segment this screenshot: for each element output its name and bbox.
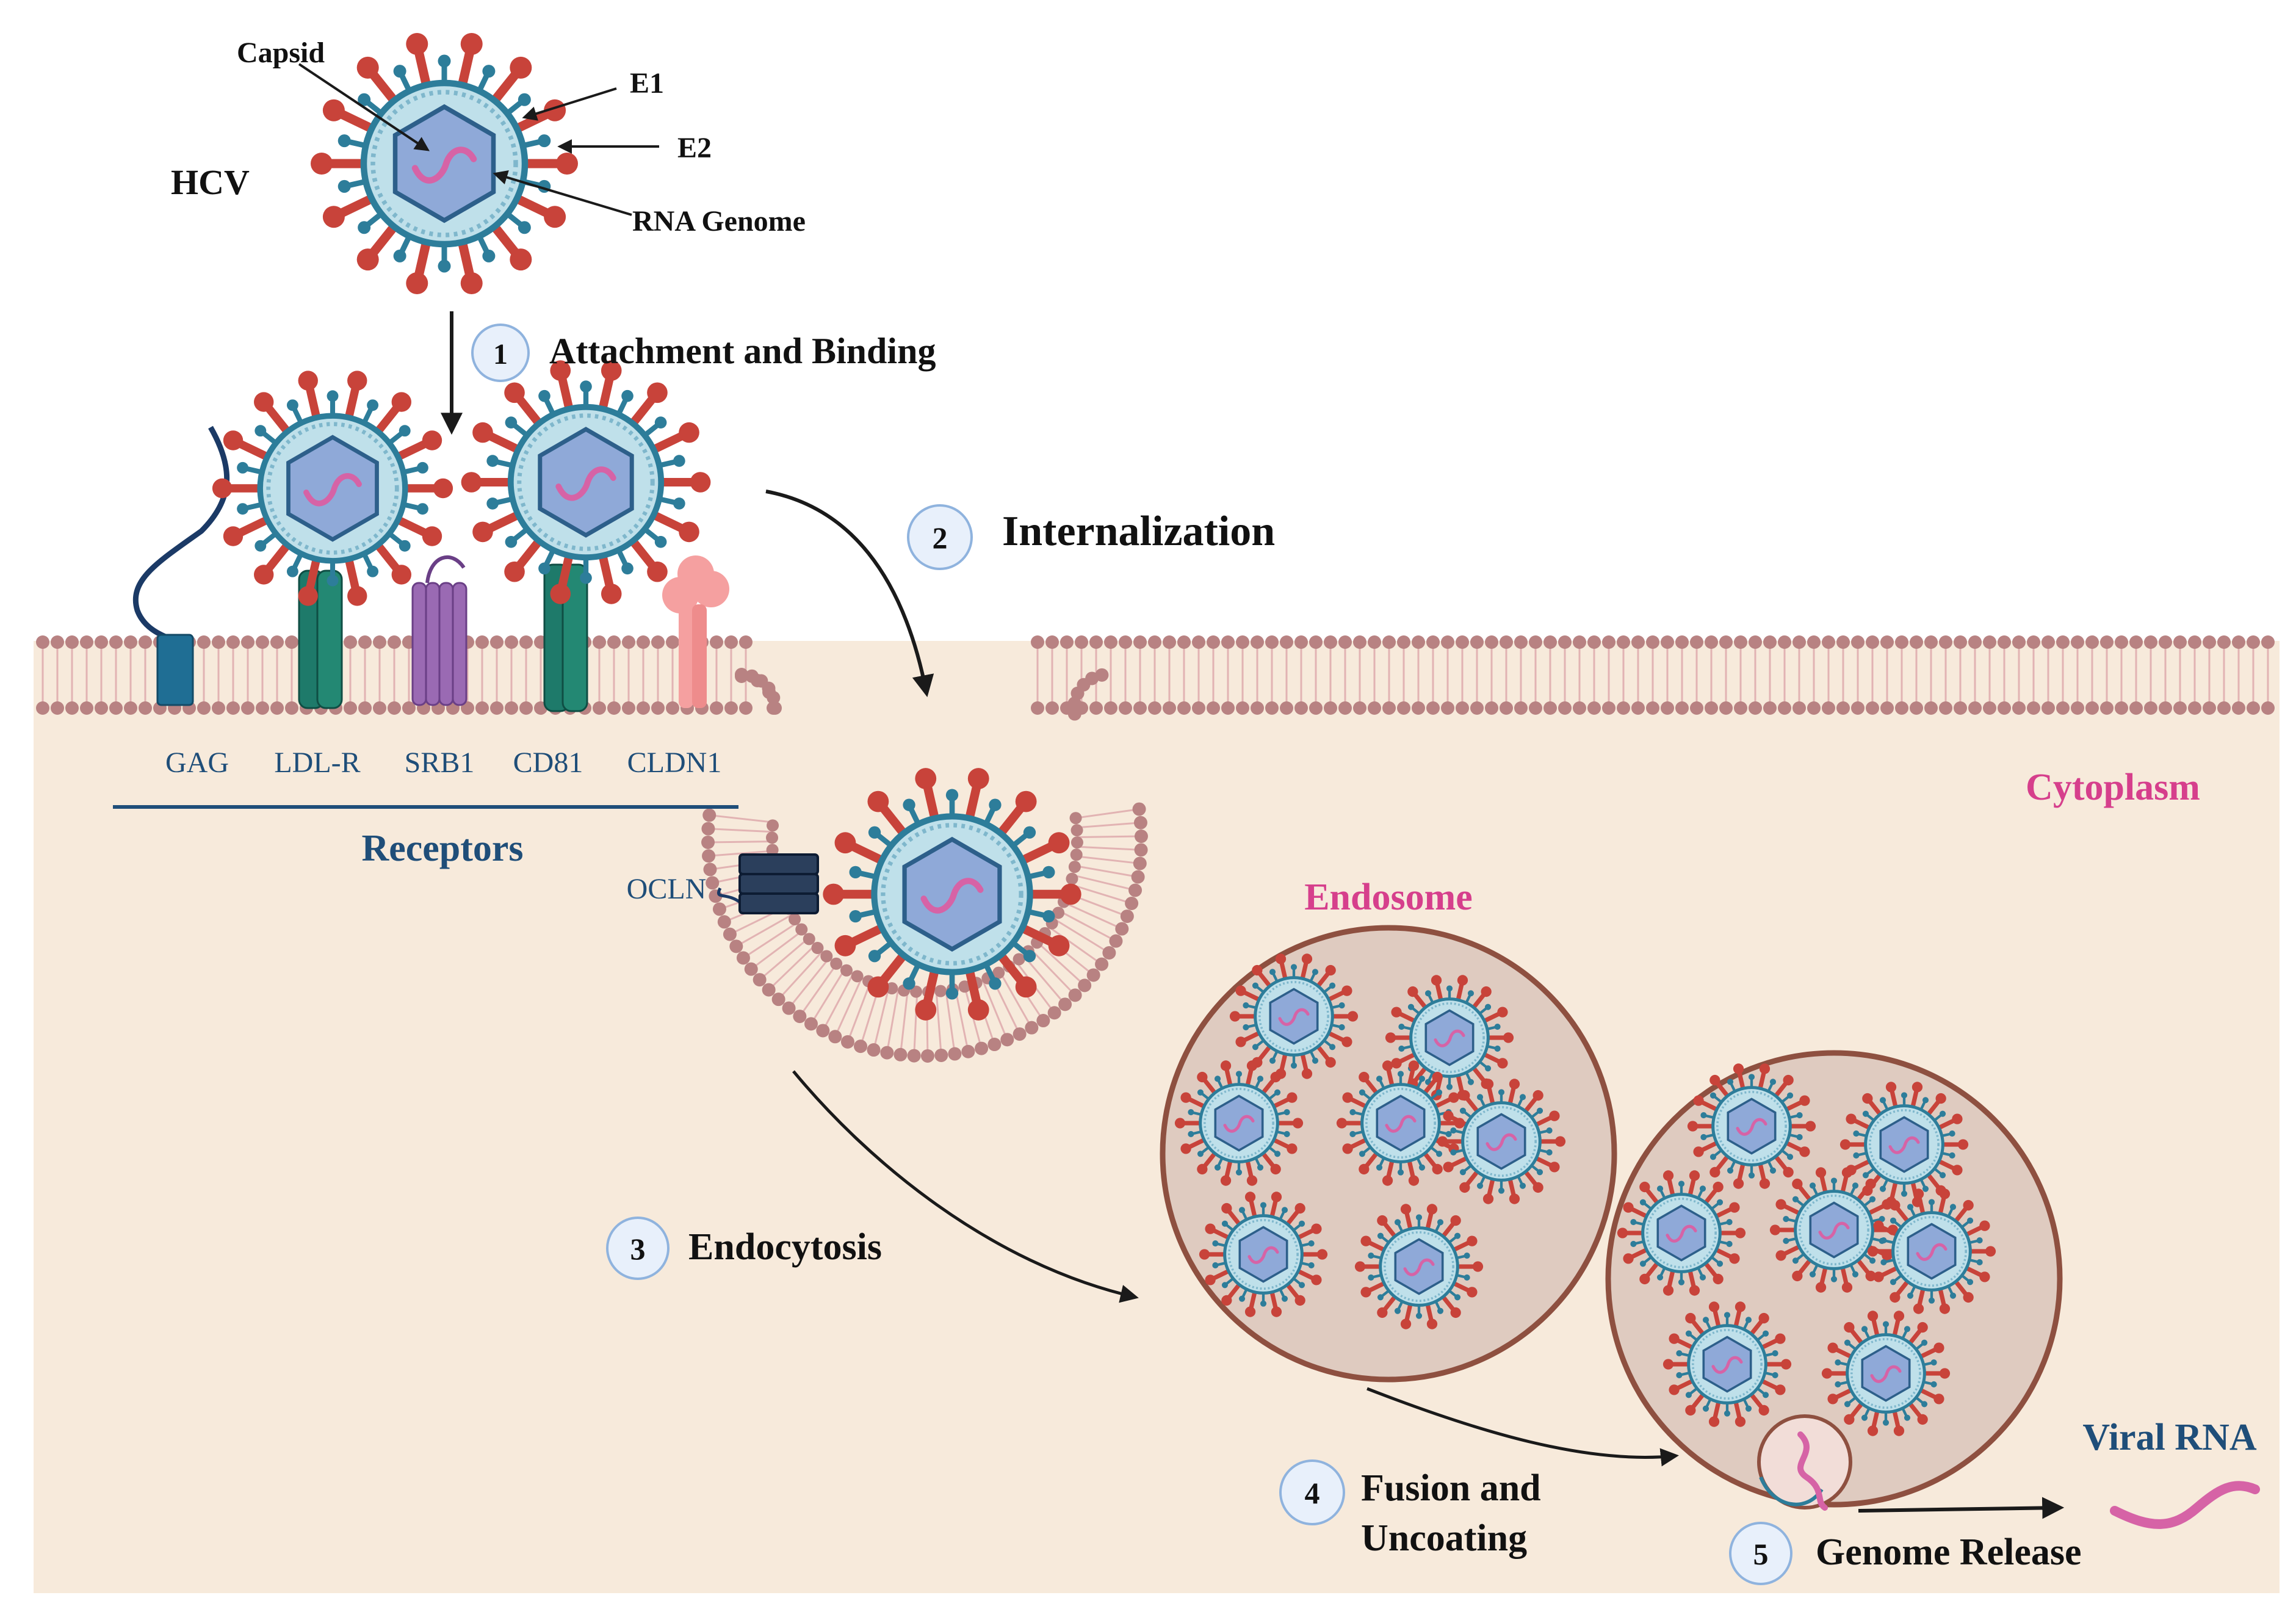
receptor-ocln (717, 853, 819, 914)
rna-pointer-arrow (493, 170, 632, 216)
capsid-pointer-arrow (298, 63, 430, 151)
receptor-gag (132, 425, 230, 706)
endosome-1-virus-3 (1174, 1060, 1304, 1186)
step-badge-2 (907, 504, 973, 570)
e1-label: E1 (630, 67, 664, 99)
step-2-number: 2 (933, 521, 948, 555)
step-2-label: Internalization (1002, 508, 1275, 555)
fusion-arrow (1366, 1387, 1679, 1467)
endosome-1-virus-2 (1385, 975, 1514, 1101)
step-5-label: Genome Release (1816, 1531, 2082, 1573)
internalization-arrow (765, 490, 934, 698)
receptor-label-srb1: SRB1 (405, 747, 475, 779)
viral-rna-label: Viral RNA (2082, 1417, 2256, 1458)
endosome-1-virus-1 (1229, 953, 1359, 1079)
rna-genome-label: RNA Genome (632, 205, 806, 237)
endosome-2-virus-6 (1662, 1301, 1792, 1427)
endosome-1-virus-4 (1336, 1060, 1465, 1186)
virus-bound-cd81 (461, 360, 711, 604)
step-1-label: Attachment and Binding (549, 331, 936, 371)
endosome-2-virus-4 (1769, 1167, 1899, 1293)
receptor-label-ldlr: LDL-R (274, 747, 360, 779)
annotation-arrows (298, 63, 2065, 1519)
ocln-label: OCLN (627, 873, 707, 905)
step-1-number: 1 (493, 338, 508, 371)
virus-bound-ldlr (212, 371, 453, 606)
e1-pointer-arrow (522, 87, 617, 121)
step-badge-5 (1729, 1522, 1792, 1585)
step-badge-3 (606, 1217, 670, 1280)
step-3-label: Endocytosis (688, 1226, 882, 1268)
endosome-2-virus-1 (1687, 1063, 1816, 1189)
endosome-1-virus-5 (1437, 1079, 1566, 1204)
endosome-2-virus-3 (1617, 1170, 1746, 1296)
receptor-label-cldn1: CLDN1 (627, 747, 722, 779)
endosome-2-virus-7 (1821, 1311, 1951, 1436)
receptor-cldn1 (662, 555, 729, 708)
endocytosis-arrow (792, 1070, 1139, 1303)
receptor-label-gag: GAG (165, 747, 229, 779)
endosome-2-virus-5 (1867, 1188, 1996, 1314)
viral-rna-strand (2110, 1481, 2260, 1529)
step-3-number: 3 (630, 1232, 646, 1266)
capsid-label: Capsid (237, 37, 325, 69)
receptor-label-cd81: CD81 (513, 747, 583, 779)
step-5-number: 5 (1753, 1537, 1769, 1571)
virion-title: HCV (171, 162, 250, 202)
virus-internalizing (823, 768, 1081, 1021)
e2-label: E2 (677, 132, 712, 164)
step-4-label-line2: Uncoating (1361, 1517, 1527, 1559)
step-badge-1 (471, 324, 530, 382)
endosome-1-virus-6 (1199, 1191, 1328, 1317)
virion-diagram (311, 33, 578, 294)
virus-particles (212, 33, 1996, 1436)
cytoplasm-label: Cytoplasm (2026, 767, 2200, 808)
step-badge-4 (1279, 1459, 1345, 1525)
genome-release-arrow (1858, 1497, 2065, 1519)
step-4-number: 4 (1305, 1476, 1320, 1510)
endosome-label: Endosome (1304, 877, 1473, 918)
fusion-vesicle (1757, 1414, 1852, 1511)
endosome-1-virus-7 (1354, 1204, 1484, 1329)
receptors-group-label: Receptors (361, 828, 523, 869)
step-4-label-line1: Fusion and (1361, 1467, 1541, 1509)
receptor-srb1 (411, 555, 468, 706)
cell-membrane (36, 635, 2275, 1063)
